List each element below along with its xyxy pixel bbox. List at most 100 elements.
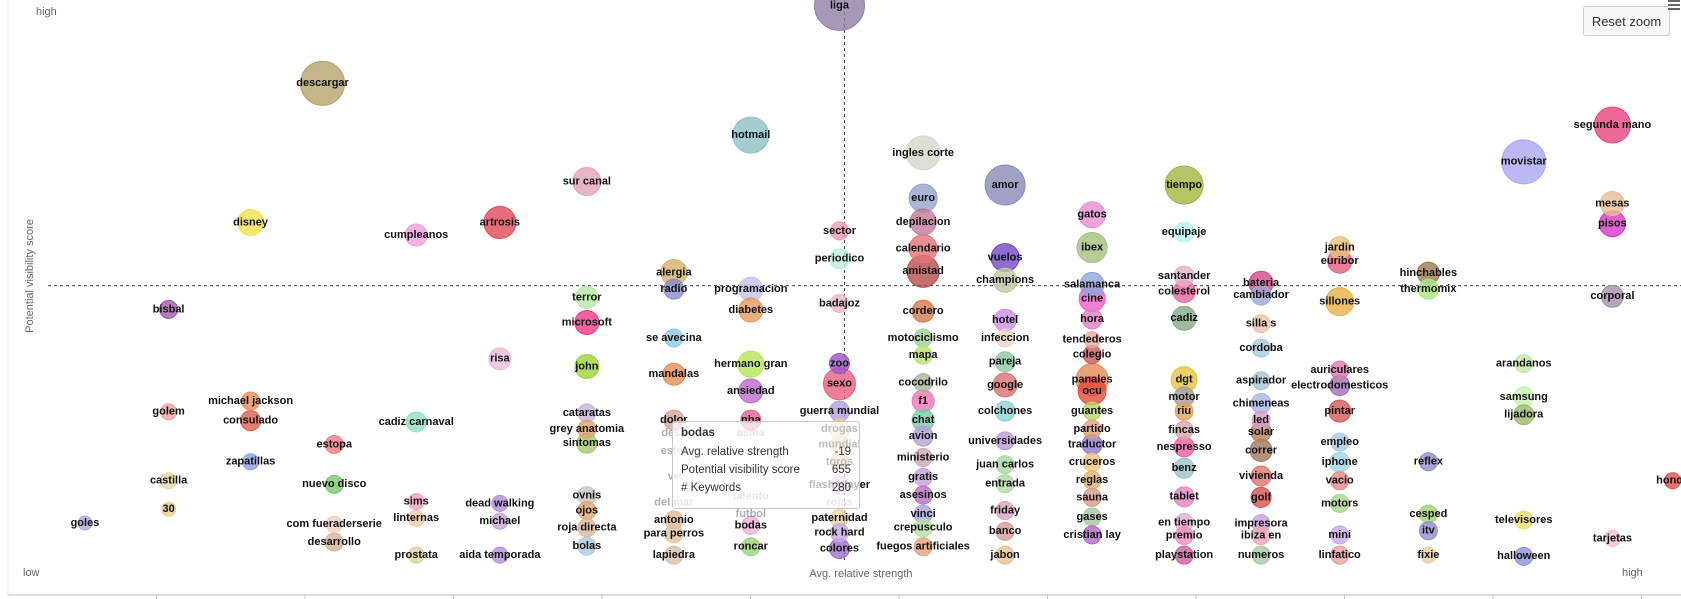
bubble-point[interactable] [1173,265,1195,287]
bubble-point[interactable] [664,545,684,565]
bubble-point[interactable] [77,515,93,531]
bubble-point[interactable] [913,537,933,557]
bubble-point[interactable] [738,378,764,404]
bubble-point[interactable] [912,425,934,447]
bubble-point[interactable] [240,410,262,432]
bubble-point[interactable] [1330,545,1350,565]
bubble-point[interactable] [1076,232,1108,264]
bubble-point[interactable] [325,515,343,533]
bubble-point[interactable] [577,419,597,439]
bubble-point[interactable] [995,521,1015,541]
bubble-point[interactable] [407,546,425,564]
bubble-point[interactable] [160,472,178,490]
bubble-point[interactable] [829,293,849,313]
bubble-point[interactable] [1173,457,1195,479]
bubble-point[interactable] [1251,314,1271,334]
bubble-point[interactable] [828,353,850,375]
bubble-point[interactable] [1079,271,1105,297]
bubble-point[interactable] [1603,529,1621,547]
bubble-point[interactable] [159,299,179,319]
bubble-point[interactable] [491,494,509,512]
bubble-point[interactable] [577,536,597,556]
bubble-point[interactable] [992,267,1018,293]
bubble-point[interactable] [324,532,344,552]
bubble-point[interactable] [1514,510,1534,530]
bubble-point[interactable] [1171,305,1197,331]
bubble-point[interactable] [1173,486,1195,508]
bubble-point[interactable] [1082,419,1102,439]
bubble-point[interactable] [488,347,512,371]
bubble-point[interactable] [995,545,1015,565]
bubble-point[interactable] [1174,526,1194,545]
bubble-point[interactable] [574,309,600,335]
bubble-point[interactable] [1083,331,1101,349]
menu-icon[interactable] [1668,0,1680,10]
bubble-point[interactable] [161,501,177,517]
bubble-point[interactable] [829,523,849,543]
bubble-point[interactable] [664,524,684,544]
bubble-point[interactable] [1417,278,1439,300]
bubble-point[interactable] [1593,106,1631,144]
bubble-point[interactable] [1174,545,1194,565]
bubble-point[interactable] [407,509,425,527]
bubble-point[interactable] [1328,399,1352,423]
bubble-point[interactable] [241,391,261,411]
bubble-point[interactable] [992,372,1018,398]
bubble-point[interactable] [1174,420,1194,440]
bubble-point[interactable] [1513,404,1535,426]
bubble-point[interactable] [1251,338,1271,358]
bubble-point[interactable] [237,209,265,237]
bubble-point[interactable] [662,362,686,386]
bubble-point[interactable] [913,373,933,393]
bubble-point[interactable] [913,485,933,505]
bubble-point[interactable] [1081,308,1103,330]
bubble-point[interactable] [572,166,602,196]
bubble-point[interactable] [300,60,346,106]
bubble-point[interactable] [1250,486,1272,508]
bubble-point[interactable] [1250,284,1272,306]
bubble-point[interactable] [994,400,1016,422]
bubble-point[interactable] [913,345,933,365]
bubble-point[interactable] [1164,165,1204,205]
bubble-point[interactable] [1251,526,1271,545]
bubble-point[interactable] [909,208,937,236]
bubble-point[interactable] [405,411,427,433]
bubble-point[interactable] [905,135,941,171]
bubble-point[interactable] [160,403,178,421]
bubble-point[interactable] [738,297,764,323]
bubble-point[interactable] [995,501,1015,521]
bubble-point[interactable] [913,518,933,538]
bubble-point[interactable] [1418,452,1438,472]
bubble-point[interactable] [1325,287,1355,317]
bubble-point[interactable] [732,116,770,154]
bubble-point[interactable] [324,434,344,454]
bubble-point[interactable] [1600,284,1624,308]
bubble-point[interactable] [829,221,849,241]
bubble-point[interactable] [1250,465,1272,487]
bubble-point[interactable] [1419,546,1437,564]
bubble-point[interactable] [1082,487,1102,507]
bubble-point[interactable] [1514,546,1534,566]
bubble-point[interactable] [995,474,1015,494]
bubble-point[interactable] [911,299,935,323]
bubble-point[interactable] [813,0,865,31]
bubble-point[interactable] [1251,410,1271,430]
bubble-point[interactable] [995,455,1015,475]
bubble-point[interactable] [995,431,1015,451]
bubble-point[interactable] [1330,493,1350,513]
bubble-point[interactable] [1330,360,1350,380]
bubble-point[interactable] [407,493,425,511]
bubble-point[interactable] [574,354,600,380]
bubble-point[interactable] [1599,190,1625,216]
bubble-point[interactable] [1251,371,1271,391]
bubble-point[interactable] [741,537,761,557]
bubble-point[interactable] [491,512,509,530]
bubble-point[interactable] [1082,525,1102,545]
bubble-point[interactable] [1514,354,1534,374]
bubble-point[interactable] [1501,139,1547,185]
bubble-point[interactable] [575,286,599,309]
bubble-point[interactable] [324,474,344,494]
bubble-point[interactable] [1330,432,1350,452]
bubble-point[interactable] [242,453,260,471]
bubble-point[interactable] [1330,525,1350,545]
